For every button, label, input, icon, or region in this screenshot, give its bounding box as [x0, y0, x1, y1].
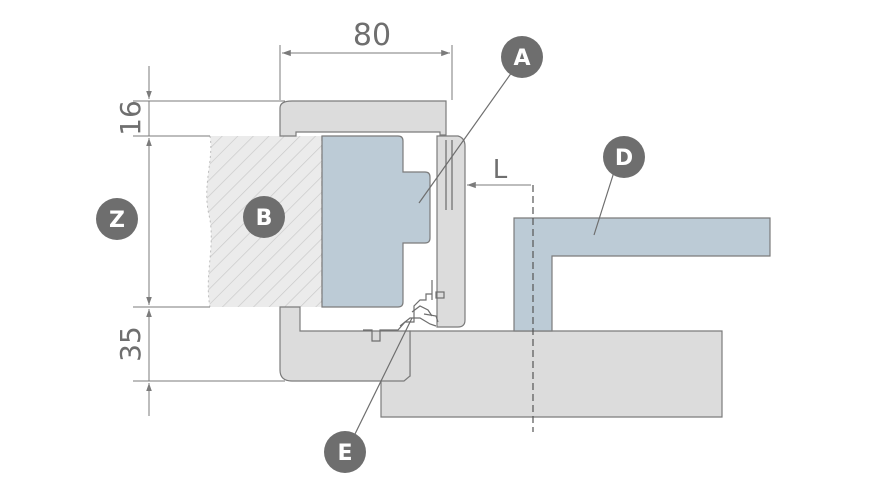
callout-e-badge: E: [324, 431, 366, 473]
leader-e: [353, 317, 413, 437]
callout-z-badge: Z: [96, 198, 138, 240]
callout-d-badge: D: [603, 136, 645, 178]
leader-d: [593, 171, 615, 236]
callout-a-badge: A: [501, 36, 543, 78]
frame-a-profile: [279, 100, 447, 137]
frame-a-right-leg: [436, 135, 466, 328]
leader-a: [418, 71, 513, 204]
callout-z-label: Z: [109, 208, 125, 233]
frame-a-lower-leg: [279, 306, 411, 382]
callout-a-label: A: [513, 46, 530, 71]
callout-b-badge: B: [243, 196, 285, 238]
insert-profile: [321, 135, 431, 308]
callout-b-label: B: [256, 206, 273, 231]
seal-detail-e: [363, 280, 445, 342]
dim-80-label: 80: [353, 18, 391, 53]
floor-slab: [380, 330, 723, 418]
dim-16-label: 16: [114, 100, 147, 136]
callout-e-label: E: [337, 441, 352, 466]
callout-d-label: D: [615, 146, 633, 171]
dim-l-label: L: [493, 155, 508, 185]
part-d-profile: [513, 217, 771, 332]
dim-35-label: 35: [114, 326, 147, 362]
